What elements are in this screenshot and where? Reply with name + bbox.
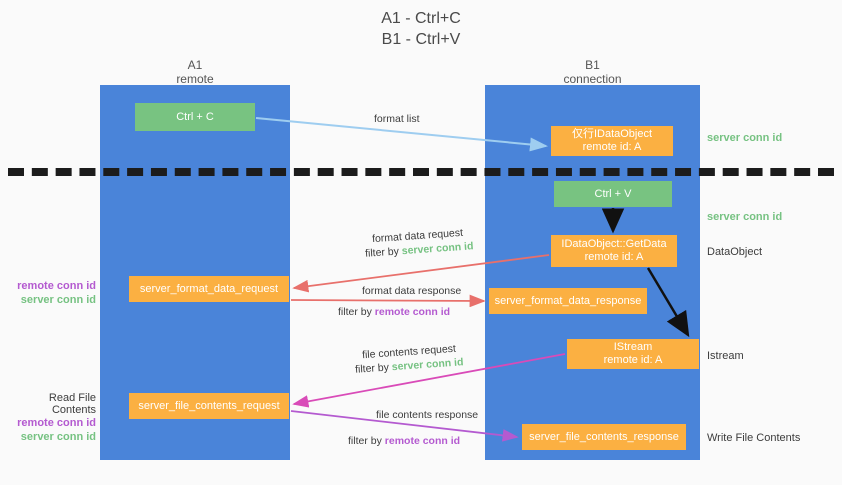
filter-value-remote-conn-id: remote conn id <box>374 306 451 318</box>
box-istream[interactable]: IStream remote id: A <box>567 339 699 369</box>
box-file-contents-response-label: server_file_contents_response <box>529 430 679 443</box>
box-idataobject-getdata[interactable]: IDataObject::GetData remote id: A <box>551 235 677 267</box>
column-b1-role: connection <box>563 72 622 86</box>
column-a1-role: remote <box>176 72 214 86</box>
box-format-data-request-label: server_format_data_request <box>139 282 279 295</box>
box-server-file-contents-response[interactable]: server_file_contents_response <box>522 424 686 450</box>
annotation-server-conn-id-mid: server conn id <box>707 211 783 223</box>
phase-divider <box>8 168 834 176</box>
label-file-contents-response-filter: filter by remote conn id <box>348 434 460 448</box>
filter-value-server-conn-id: server conn id <box>401 240 474 258</box>
box-ctrl-v[interactable]: Ctrl + V <box>554 181 672 207</box>
label-format-data-response: format data response <box>362 285 462 297</box>
label-format-data-response-filter: filter by remote conn id <box>338 305 450 319</box>
box-format-data-response-label: server_format_data_response <box>494 294 642 307</box>
annotation-remote-conn-id-1: remote conn id <box>17 280 96 292</box>
annotation-server-conn-id-top: server conn id <box>707 132 783 144</box>
box-idataobject[interactable]: 仅行IDataObject remote id: A <box>551 126 673 156</box>
arrow-format-data-response <box>290 294 486 308</box>
filter-prefix: filter by <box>348 435 385 447</box>
annotation-dataobject: DataObject <box>707 246 763 258</box>
filter-value-remote-conn-id: remote conn id <box>384 435 461 447</box>
title-line-1: A1 - Ctrl+C <box>381 10 461 27</box>
annotation-write-file-contents: Write File Contents <box>707 432 801 444</box>
filter-prefix: filter by <box>338 306 375 318</box>
annotation-read-file-contents: Read File Contents <box>48 392 96 416</box>
box-ctrl-v-label: Ctrl + V <box>594 187 632 200</box>
annotation-left-conn-ids-1: remote conn id server conn id <box>10 279 96 307</box>
column-header-b1: B1 connection <box>485 58 700 86</box>
annotation-remote-conn-id-2: remote conn id <box>17 417 96 429</box>
label-file-contents-response: file contents response <box>376 409 479 421</box>
filter-value-server-conn-id: server conn id <box>391 356 464 374</box>
filter-prefix: filter by <box>364 245 403 260</box>
box-getdata-line2: remote id: A <box>584 251 644 263</box>
box-istream-line1: IStream <box>613 341 653 353</box>
box-server-format-data-request[interactable]: server_format_data_request <box>129 276 289 302</box>
annotation-read-file-contents-group: Read File Contents remote conn id server… <box>8 392 96 444</box>
annotation-server-conn-id-2: server conn id <box>20 431 96 443</box>
box-istream-line2: remote id: A <box>603 354 663 366</box>
box-server-format-data-response[interactable]: server_format_data_response <box>489 288 647 314</box>
box-ctrl-c-label: Ctrl + C <box>176 110 214 123</box>
page-title: A1 - Ctrl+C B1 - Ctrl+V <box>0 8 842 50</box>
column-a1-name: A1 <box>187 58 203 72</box>
box-idataobject-line1: 仅行IDataObject <box>571 128 653 140</box>
annotation-istream: Istream <box>707 350 744 362</box>
box-ctrl-c[interactable]: Ctrl + C <box>135 103 255 131</box>
filter-prefix: filter by <box>354 361 393 376</box>
box-server-file-contents-request[interactable]: server_file_contents_request <box>129 393 289 419</box>
column-b1-name: B1 <box>585 58 600 72</box>
column-header-a1: A1 remote <box>100 58 290 86</box>
label-format-list: format list <box>374 113 420 125</box>
box-file-contents-request-label: server_file_contents_request <box>138 399 280 412</box>
title-line-2: B1 - Ctrl+V <box>381 31 461 48</box>
box-idataobject-line2: remote id: A <box>582 141 642 153</box>
annotation-server-conn-id-1: server conn id <box>20 294 96 306</box>
box-getdata-line1: IDataObject::GetData <box>561 238 667 250</box>
